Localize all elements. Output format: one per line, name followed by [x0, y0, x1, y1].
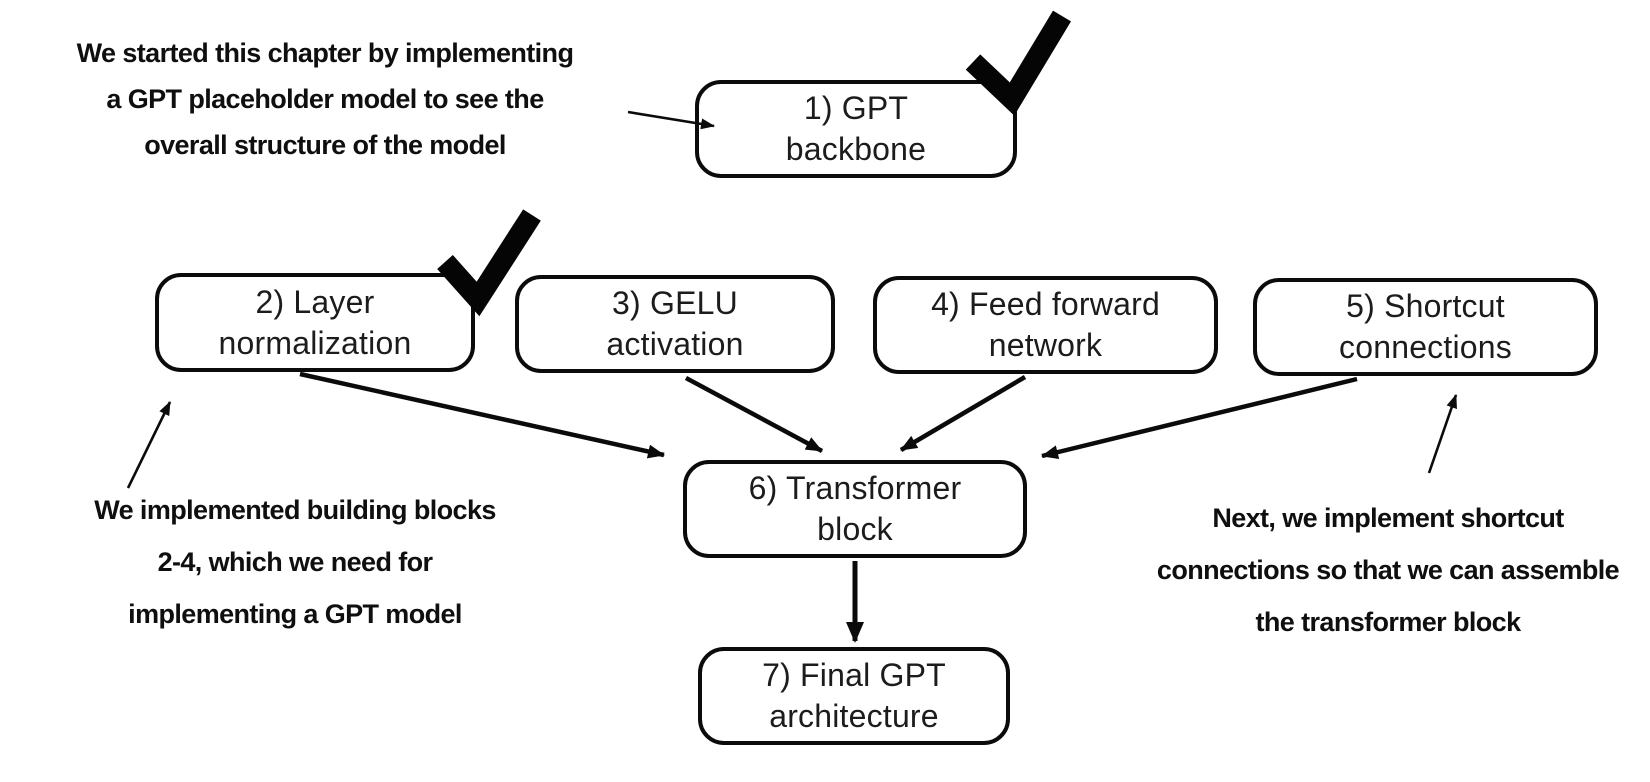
node-transformer-block-label: 6) Transformer block: [748, 470, 962, 547]
node-gpt-backbone: 1) GPT backbone: [695, 80, 1017, 178]
node-transformer-block: 6) Transformer block: [683, 460, 1027, 558]
node-shortcut-connections: 5) Shortcut connections: [1253, 278, 1598, 376]
node-shortcut-connections-label: 5) Shortcut connections: [1339, 288, 1512, 365]
node-feed-forward-network: 4) Feed forward network: [873, 276, 1218, 374]
node-gpt-backbone-label: 1) GPT backbone: [785, 90, 927, 167]
node-feed-forward-network-label: 4) Feed forward network: [931, 286, 1160, 363]
arrow-feed-forward-to-transformer: [899, 375, 1027, 452]
annotation-building-blocks: We implemented building blocks 2-4, whic…: [94, 495, 496, 629]
arrow-gelu-to-transformer: [684, 376, 824, 453]
node-layer-normalization-label: 2) Layer normalization: [218, 283, 412, 361]
arrow-layer-normalization-to-transformer: [299, 371, 665, 459]
node-final-gpt-architecture-label: 7) Final GPT architecture: [762, 657, 946, 734]
annotation-next-shortcut: Next, we implement shortcut connections …: [1156, 503, 1620, 637]
node-final-gpt-architecture: 7) Final GPT architecture: [698, 647, 1010, 745]
node-layer-normalization: 2) Layer normalization: [155, 273, 475, 372]
node-gelu-activation-label: 3) GELU activation: [606, 285, 744, 362]
arrow-shortcut-to-transformer: [1041, 376, 1358, 460]
arrow-annotation-to-shortcut-connections: [1427, 394, 1458, 474]
annotation-gpt-placeholder: We started this chapter by implementing …: [76, 38, 574, 160]
arrow-annotation-to-layer-normalization: [126, 401, 172, 489]
node-gelu-activation: 3) GELU activation: [515, 275, 835, 373]
